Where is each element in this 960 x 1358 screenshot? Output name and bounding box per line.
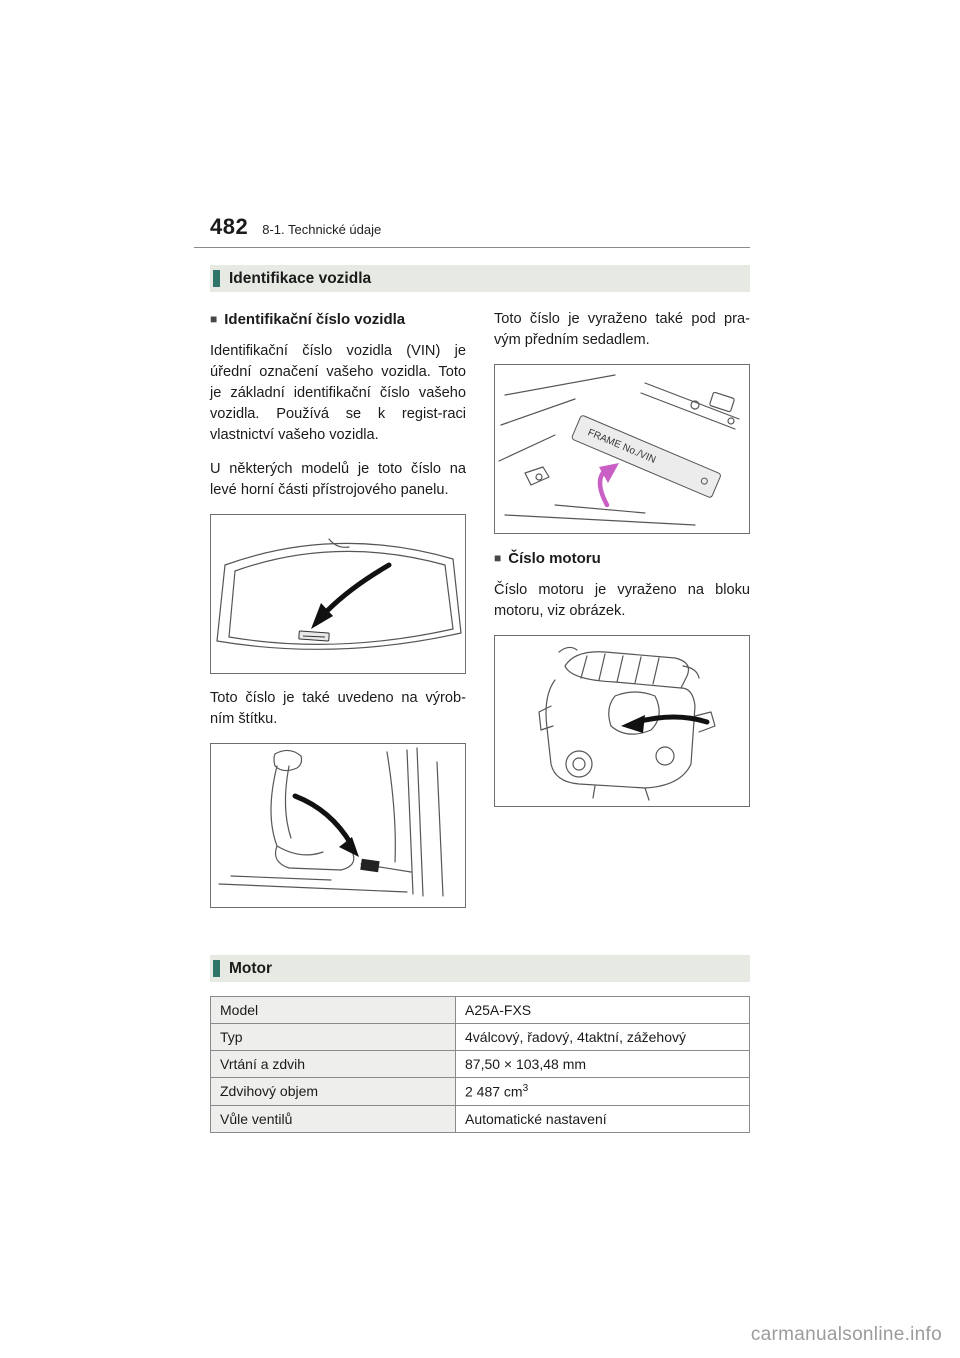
spec-value-text: 4válcový, řadový, 4taktní, zážehový [465,1029,686,1045]
spec-value-text: A25A-FXS [465,1002,532,1018]
header-rule [194,247,750,248]
sill-label-plate [360,858,380,873]
table-row: Zdvihový objem 2 487 cm3 [210,1077,750,1106]
two-column-layout: ■ Identifikační číslo vozidla Identifika… [210,309,750,922]
spec-value: 4válcový, řadový, 4taktní, zážehový [455,1023,750,1051]
vin-paragraph-2: U některých modelů je toto číslo na levé… [210,461,466,498]
spec-value-superscript: 3 [522,1083,529,1094]
engine-number-paragraph: Číslo motoru je vyraženo na bloku motoru… [494,582,750,619]
pink-flip-arrow-icon [597,463,619,508]
table-row: Vrtání a zdvih 87,50 × 103,48 mm [210,1050,750,1078]
engine-number-subheading: ■ Číslo motoru [494,548,750,570]
spec-value: A25A-FXS [455,996,750,1024]
spec-label: Model [210,996,456,1024]
vin-paragraph-4: Toto číslo je vyraženo také pod pra-vým … [494,311,750,348]
spec-value: 2 487 cm3 [455,1077,750,1106]
right-column: Toto číslo je vyraženo také pod pra-vým … [494,309,750,922]
square-bullet-icon: ■ [494,551,502,565]
table-row: Typ 4válcový, řadový, 4taktní, zážehový [210,1023,750,1051]
spec-label: Typ [210,1023,456,1051]
figure-door-sill-label [210,743,466,908]
spec-value-text: Automatické nastavení [465,1110,607,1127]
spec-label: Vrtání a zdvih [210,1050,456,1078]
spec-value: 87,50 × 103,48 mm [455,1050,750,1078]
section-title: Motor [229,959,273,977]
figure-windshield-vin-location [210,514,466,674]
windshield-outline [216,538,462,650]
vin-paragraph-3: Toto číslo je také uvedeno na výrob-ním … [210,690,466,727]
arrow-indicator-icon [311,562,392,629]
page-number: 482 [210,214,249,239]
arrow-indicator-icon [621,714,710,733]
section-accent-bar [213,270,220,287]
spec-value: Automatické nastavení [455,1104,750,1133]
section-title: Identifikace vozidla [229,269,372,287]
seat-door-illustration [218,747,444,897]
vin-subheading-label: Identifikační číslo vozidla [224,311,406,328]
engine-illustration [538,646,716,801]
frame-number-plate: FRAME No./VIN [571,415,721,498]
spec-label: Vůle ventilů [210,1104,456,1133]
vin-paragraph-1: Identifikační číslo vozidla (VIN) je úře… [210,343,466,443]
page-content: 482 8-1. Technické údaje Identifikace vo… [194,214,750,1133]
section-header-motor: Motor [210,955,750,982]
figure-seat-rail-vin-plate: FRAME No./VIN [494,364,750,534]
engine-spec-table: Model A25A-FXS Typ 4válcový, řadový, 4ta… [210,996,750,1133]
page-header: 482 8-1. Technické údaje [210,214,750,247]
section-header-identification: Identifikace vozidla [210,265,750,292]
engine-number-subheading-label: Číslo motoru [508,550,601,567]
left-column: ■ Identifikační číslo vozidla Identifika… [210,309,466,922]
spec-value-text: 2 487 cm [465,1083,523,1100]
watermark: carmanualsonline.info [750,1324,942,1345]
vin-subheading: ■ Identifikační číslo vozidla [210,309,466,331]
seat-rail-outline [498,374,740,526]
chapter-title: 8-1. Technické údaje [262,222,382,237]
windshield-illustration [216,538,462,650]
seat-rail-illustration: FRAME No./VIN [498,374,740,526]
section-accent-bar [213,960,220,977]
square-bullet-icon: ■ [210,312,218,326]
seat-door-outline [218,747,444,897]
spec-value-text: 87,50 × 103,48 mm [465,1056,587,1072]
table-row: Model A25A-FXS [210,996,750,1024]
spec-label: Zdvihový objem [210,1077,456,1106]
vin-plate [298,630,330,642]
engine-outline [538,646,716,801]
arrow-indicator-icon [292,793,359,857]
figure-engine-block [494,635,750,807]
table-row: Vůle ventilů Automatické nastavení [210,1104,750,1133]
